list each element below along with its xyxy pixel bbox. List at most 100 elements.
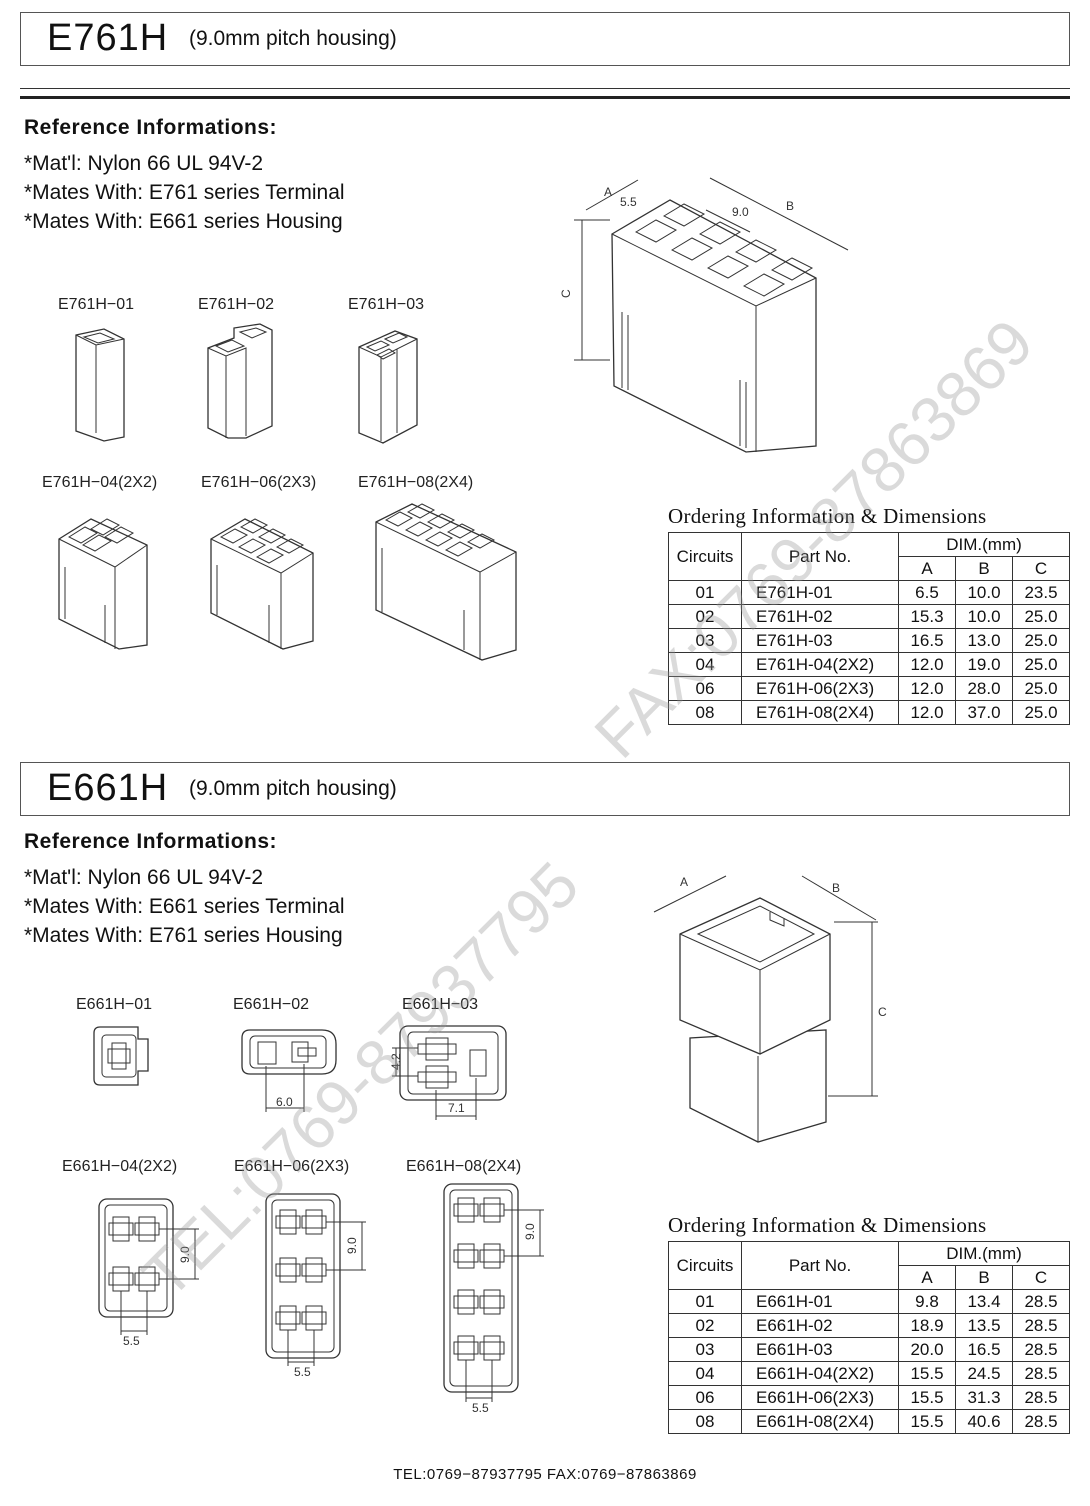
- dim-label-c: C: [878, 1005, 887, 1019]
- cell: E761H-03: [741, 628, 899, 653]
- housing-drawing-e761h-01: [75, 328, 125, 442]
- variant-label: E661H−08(2X4): [406, 1158, 522, 1175]
- cell: 13.0: [955, 628, 1013, 653]
- cell: 23.5: [1012, 580, 1070, 605]
- cell: 06: [668, 676, 742, 701]
- ref-line-mates-housing: *Mates With: E661 series Housing: [24, 210, 343, 233]
- dim-label-5-5: 5.5: [472, 1401, 489, 1415]
- housing-face-e661h-06: 9.0 5.5: [265, 1193, 366, 1379]
- cell: 12.0: [898, 700, 956, 725]
- ref-line-mates-terminal: *Mates With: E661 series Terminal: [24, 895, 345, 918]
- cell: 18.9: [898, 1313, 956, 1338]
- ref-line-material: *Mat'l: Nylon 66 UL 94V-2: [24, 152, 264, 175]
- cell: 25.0: [1012, 676, 1070, 701]
- cell: 40.6: [955, 1409, 1013, 1434]
- variant-label: E661H−01: [76, 996, 153, 1013]
- cell: E761H-06(2X3): [741, 676, 899, 701]
- header-dim: DIM.(mm): [898, 532, 1070, 557]
- cell: E661H-02: [741, 1313, 899, 1338]
- cell: 13.5: [955, 1313, 1013, 1338]
- cell: 25.0: [1012, 700, 1070, 725]
- cell: 15.3: [898, 604, 956, 629]
- variant-label: E761H−01: [58, 296, 135, 313]
- cell: 15.5: [898, 1385, 956, 1410]
- cell: 01: [668, 1289, 742, 1314]
- cell: 03: [668, 628, 742, 653]
- cell: 01: [668, 580, 742, 605]
- dim-label-5-5: 5.5: [123, 1334, 140, 1348]
- variant-label: E761H−04(2X2): [42, 474, 158, 491]
- cell: 03: [668, 1337, 742, 1362]
- header-a: A: [898, 1265, 956, 1290]
- reference-heading: Reference Informations:: [24, 116, 278, 139]
- dim-label-a: A: [604, 185, 612, 199]
- cell: 10.0: [955, 580, 1013, 605]
- divider-thick: [20, 96, 1070, 99]
- cell: 24.5: [955, 1361, 1013, 1386]
- cell: 08: [668, 700, 742, 725]
- ref-line-mates-housing: *Mates With: E761 series Housing: [24, 924, 343, 947]
- housing-face-e661h-08: 9.0 5.5: [443, 1183, 544, 1415]
- cell: 08: [668, 1409, 742, 1434]
- header-a: A: [898, 556, 956, 581]
- cell: 02: [668, 604, 742, 629]
- cell: E661H-04(2X2): [741, 1361, 899, 1386]
- housing-face-e661h-01: [93, 1026, 149, 1086]
- cell: 25.0: [1012, 652, 1070, 677]
- variant-label: E661H−03: [402, 996, 479, 1013]
- housing-face-e661h-04: 9.0 5.5: [98, 1198, 199, 1348]
- housing-face-e661h-02: 6.0: [241, 1029, 337, 1112]
- variant-label: E661H−02: [233, 996, 310, 1013]
- header-b: B: [955, 1265, 1013, 1290]
- reference-heading: Reference Informations:: [24, 830, 278, 853]
- cell: 10.0: [955, 604, 1013, 629]
- variant-label: E761H−03: [348, 296, 425, 313]
- dim-label-4-2: 4.2: [389, 1053, 403, 1070]
- housing-isometric-e661h: A B C: [653, 875, 887, 1143]
- dim-label-9-0: 9.0: [345, 1237, 359, 1254]
- cell: E661H-03: [741, 1337, 899, 1362]
- cell: 20.0: [898, 1337, 956, 1362]
- cell: E761H-01: [741, 580, 899, 605]
- cell: 06: [668, 1385, 742, 1410]
- cell: 25.0: [1012, 628, 1070, 653]
- cell: E661H-01: [741, 1289, 899, 1314]
- dim-label-a: A: [680, 875, 688, 889]
- cell: 04: [668, 1361, 742, 1386]
- cell: 02: [668, 1313, 742, 1338]
- dim-label-b: B: [832, 881, 840, 895]
- cell: 19.0: [955, 652, 1013, 677]
- housing-isometric-e761h: C A 5.5 9.0 B: [559, 177, 849, 453]
- cell: 25.0: [1012, 604, 1070, 629]
- header-c: C: [1012, 556, 1070, 581]
- cell: E761H-08(2X4): [741, 700, 899, 725]
- dim-label-5-5: 5.5: [620, 195, 637, 209]
- cell: 28.5: [1012, 1289, 1070, 1314]
- cell: 15.5: [898, 1409, 956, 1434]
- cell: 28.5: [1012, 1313, 1070, 1338]
- section-title-box-e761h: E761H (9.0mm pitch housing): [20, 12, 1070, 66]
- dim-label-9-0: 9.0: [523, 1223, 537, 1240]
- dim-label-6-0: 6.0: [276, 1095, 293, 1109]
- housing-drawing-e761h-08: [375, 503, 517, 661]
- housing-drawing-e761h-06: [210, 518, 314, 650]
- divider-thin: [20, 88, 1070, 89]
- housing-face-e661h-03: 4.2 7.1: [389, 1025, 507, 1120]
- cell: 31.3: [955, 1385, 1013, 1410]
- dim-label-7-1: 7.1: [448, 1101, 465, 1115]
- cell: 6.5: [898, 580, 956, 605]
- section-subtitle: (9.0mm pitch housing): [189, 777, 397, 800]
- section-code: E761H: [47, 17, 169, 59]
- cell: 28.5: [1012, 1409, 1070, 1434]
- header-part-no: Part No.: [741, 1241, 899, 1290]
